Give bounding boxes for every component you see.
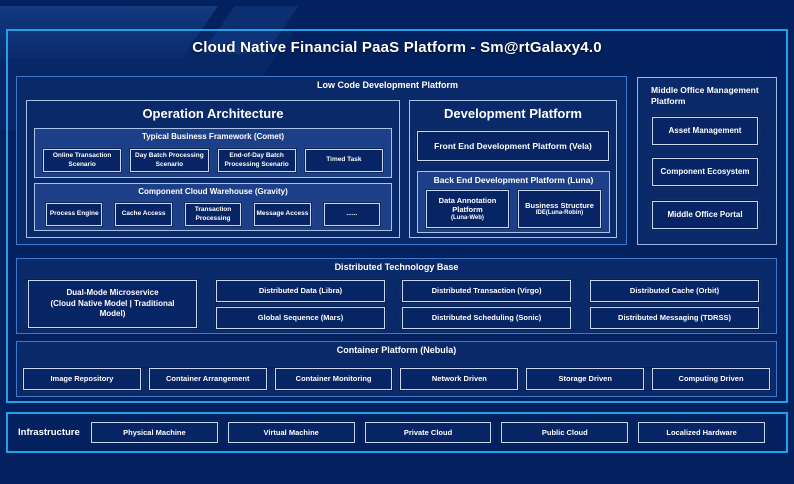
data-annotation-platform-box: Data Annotation Platform (Luna-Web) [426,190,509,228]
distributed-base-label: Distributed Technology Base [334,262,459,272]
container-platform-panel: Container Platform (Nebula) Image Reposi… [16,341,777,397]
container-platform-label: Container Platform (Nebula) [336,345,457,355]
component-cloud-warehouse-row: Process Engine Cache Access Transaction … [46,203,381,226]
physical-machine-box: Physical Machine [91,422,218,443]
infrastructure-row: Physical Machine Virtual Machine Private… [91,422,765,443]
typical-business-framework-label: Typical Business Framework (Comet) [141,132,285,141]
back-end-platform-panel: Back End Development Platform (Luna) Dat… [417,171,610,233]
ccw-item-process-engine: Process Engine [46,203,103,226]
distributed-scheduling-box: Distributed Scheduling (Sonic) [402,307,571,329]
development-platform-section: Development Platform Front End Developme… [409,100,617,238]
middle-office-panel: Middle Office Management Platform Asset … [637,77,777,245]
distributed-base-panel: Distributed Technology Base Dual-Mode Mi… [16,258,777,334]
container-arrangement-box: Container Arrangement [148,368,267,390]
component-cloud-warehouse-panel: Component Cloud Warehouse (Gravity) Proc… [34,183,392,231]
distributed-transaction-box: Distributed Transaction (Virgo) [402,280,571,302]
component-cloud-warehouse-label: Component Cloud Warehouse (Gravity) [138,187,288,196]
ccw-item-transaction-processing: Transaction Processing [184,203,242,226]
middle-office-portal-box: Middle Office Portal [652,201,758,229]
tbf-item-timed-task: Timed Task [304,149,383,172]
business-structure-ide-name: Business Structure [525,200,594,210]
typical-business-framework-row: Online Transaction Scenario Day Batch Pr… [43,149,383,172]
distributed-messaging-box: Distributed Messaging (TDRSS) [590,307,759,329]
back-end-platform-label: Back End Development Platform (Luna) [433,175,594,185]
data-annotation-platform-name: Data Annotation Platform [438,195,497,215]
operation-architecture-title: Operation Architecture [142,106,284,121]
localized-hardware-box: Localized Hardware [638,422,765,443]
tbf-item-online-transaction: Online Transaction Scenario [43,149,122,172]
infrastructure-label: Infrastructure [18,427,80,438]
tbf-item-day-batch: Day Batch Processing Scenario [130,149,209,172]
infrastructure-frame: Infrastructure Physical Machine Virtual … [6,412,788,453]
image-repository-box: Image Repository [23,368,141,390]
dual-mode-microservice-box: Dual-Mode Microservice (Cloud Native Mod… [28,280,197,328]
back-end-platform-row: Data Annotation Platform (Luna-Web) Busi… [426,190,601,228]
computing-driven-box: Computing Driven [652,368,770,390]
storage-driven-box: Storage Driven [526,368,645,390]
virtual-machine-box: Virtual Machine [227,422,355,443]
middle-office-label: Middle Office Management Platform [651,85,759,107]
low-code-platform-label: Low Code Development Platform [316,80,459,90]
private-cloud-box: Private Cloud [364,422,492,443]
component-ecosystem-box: Component Ecosystem [652,158,758,186]
business-structure-ide-box: Business Structure IDE(Luna-Robin) [518,190,601,228]
ccw-item-more: ...... [323,203,381,226]
development-platform-title: Development Platform [444,106,582,121]
typical-business-framework-panel: Typical Business Framework (Comet) Onlin… [34,128,392,178]
data-annotation-platform-codename: (Luna-Web) [451,214,484,221]
network-driven-box: Network Driven [400,368,519,390]
distributed-data-box: Distributed Data (Libra) [216,280,385,302]
low-code-platform-panel: Low Code Development Platform Operation … [16,76,627,245]
public-cloud-box: Public Cloud [501,422,629,443]
operation-architecture-section: Operation Architecture Typical Business … [26,100,400,238]
main-frame: Cloud Native Financial PaaS Platform - S… [6,29,788,403]
distributed-cache-box: Distributed Cache (Orbit) [590,280,759,302]
ccw-item-message-access: Message Access [254,203,311,226]
tbf-item-end-of-day-batch: End-of-Day Batch Processing Scenario [217,149,296,172]
page-title: Cloud Native Financial PaaS Platform - S… [192,39,602,56]
ccw-item-cache-access: Cache Access [115,203,172,226]
asset-management-box: Asset Management [652,117,758,145]
business-structure-ide-codename: IDE(Luna-Robin) [535,209,584,216]
global-sequence-box: Global Sequence (Mars) [216,307,385,329]
container-monitoring-box: Container Monitoring [274,368,393,390]
container-platform-row: Image Repository Container Arrangement C… [23,368,770,390]
front-end-platform-box: Front End Development Platform (Vela) [417,131,609,161]
dual-mode-microservice-subtitle: (Cloud Native Model | Traditional Model) [50,298,175,319]
dual-mode-microservice-title: Dual-Mode Microservice [66,288,159,298]
